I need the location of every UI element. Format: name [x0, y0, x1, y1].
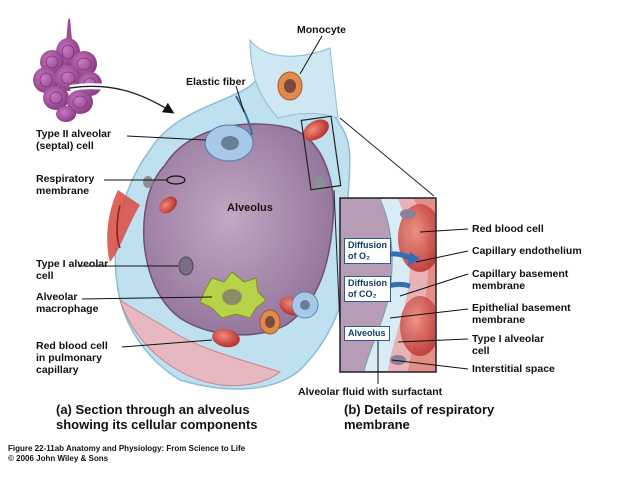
leader-lines	[78, 35, 469, 384]
type-i-cell-nucleus	[178, 256, 194, 276]
label-capillary-basement-membrane: Capillary basement membrane	[472, 268, 569, 292]
label-alveolus: Alveolus	[227, 202, 273, 214]
label-monocyte: Monocyte	[297, 24, 347, 36]
label-respiratory-membrane: Respiratory membrane	[36, 173, 95, 197]
elastic-fiber	[235, 95, 253, 136]
label-alveolar-fluid: Alveolar fluid with surfactant	[298, 386, 443, 398]
diffusion-co2-box: Diffusion of CO₂	[344, 276, 391, 302]
label-red-blood-cell: Red blood cell	[472, 223, 544, 235]
diffusion-o2-box: Diffusion of O₂	[344, 238, 391, 264]
label-elastic-fiber: Elastic fiber	[186, 76, 246, 88]
alveolus-detail-box: Alveolus	[344, 326, 390, 341]
figure-credit: Figure 22-11ab Anatomy and Physiology: F…	[8, 444, 246, 463]
red-blood-cell	[303, 119, 329, 141]
label-alveolar-macrophage: Alveolar macrophage	[36, 291, 99, 315]
type-ii-alveolar-cell	[204, 124, 254, 162]
caption-b: (b) Details of respiratory membrane	[344, 402, 495, 432]
interstitial-cell	[291, 291, 319, 319]
label-type-i-alveolar-cell-right: Type I alveolar cell	[472, 333, 545, 357]
macrophage-cell	[199, 271, 267, 319]
monocyte-cell	[277, 71, 303, 101]
label-rbc-pulmonary-capillary: Red blood cell in pulmonary capillary	[36, 340, 108, 376]
red-blood-cell	[159, 196, 177, 214]
label-type-i-alveolar-cell-left: Type I alveolar cell	[36, 258, 109, 282]
red-blood-cell	[212, 328, 240, 348]
alveolus-section	[107, 38, 435, 390]
label-interstitial-space: Interstitial space	[472, 363, 555, 375]
caption-a: (a) Section through an alveolus showing …	[56, 402, 258, 432]
alveolar-sac-illustration	[33, 18, 175, 122]
label-type-ii-alveolar-cell: Type II alveolar (septal) cell	[36, 128, 112, 152]
label-capillary-endothelium: Capillary endothelium	[472, 245, 582, 257]
label-epithelial-basement-membrane: Epithelial basement membrane	[472, 302, 571, 326]
